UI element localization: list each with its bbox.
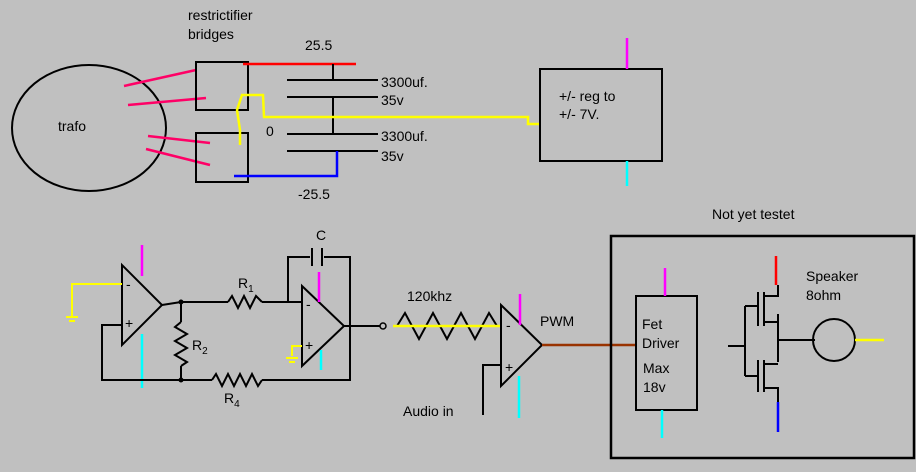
fet-driver-label-line1: Fet <box>642 316 662 332</box>
opamp-1-plus: + <box>125 315 133 331</box>
resistor-r2-label: R2 <box>192 337 208 357</box>
filter-capacitors <box>287 64 378 152</box>
junction-1 <box>178 299 184 305</box>
comparator <box>500 302 544 389</box>
speaker-label-line2: 8ohm <box>806 287 841 303</box>
pwm-label: PWM <box>540 313 574 329</box>
capacitor-c <box>311 248 323 266</box>
comparator-minus: - <box>506 317 511 333</box>
comparator-plus: + <box>505 359 513 375</box>
cap-top-voltage: 35v <box>381 92 404 108</box>
audio-in-label: Audio in <box>403 403 454 419</box>
opamp-1 <box>121 262 164 348</box>
cap-bottom-voltage: 35v <box>381 148 404 164</box>
resistor-r2 <box>173 321 189 367</box>
ground-label: 0 <box>266 123 274 139</box>
mosfet-half-bridge <box>728 285 815 402</box>
rectifier-label-line2: bridges <box>188 26 234 42</box>
resistor-r1-label: R1 <box>238 275 254 295</box>
output-terminal <box>379 322 387 330</box>
negative-rail <box>234 151 339 178</box>
speaker <box>812 318 856 362</box>
transformer-label: trafo <box>58 118 86 134</box>
resistor-r4-label: R4 <box>224 390 240 410</box>
negative-rail-voltage: -25.5 <box>298 186 330 202</box>
fet-driver-max-line1: Max <box>643 360 669 376</box>
resistor-r4 <box>211 371 263 389</box>
ground-symbol-1 <box>66 283 122 322</box>
regulator-box <box>539 68 663 162</box>
ground-wire <box>235 93 540 145</box>
opamp-2-plus: + <box>305 337 313 353</box>
audio-input-wire <box>482 364 501 415</box>
fet-driver-max-line2: 18v <box>643 379 666 395</box>
resistor-r1 <box>227 293 263 311</box>
speaker-label-line1: Speaker <box>806 268 858 284</box>
not-tested-frame <box>609 234 916 460</box>
frequency-label: 120khz <box>407 288 452 304</box>
regulator-label-line1: +/- reg to <box>559 88 616 104</box>
fet-driver-label-line2: Driver <box>642 335 680 351</box>
positive-rail-voltage: 25.5 <box>305 37 332 53</box>
regulator-label-line2: +/- 7V. <box>559 106 599 122</box>
cap-bottom-value: 3300uf. <box>381 128 428 144</box>
ac-windings <box>123 68 211 167</box>
not-tested-label: Not yet testet <box>712 206 795 222</box>
fet-driver-box <box>635 295 698 411</box>
cap-top-value: 3300uf. <box>381 74 428 90</box>
ground-symbol-2 <box>286 345 302 363</box>
rectifier-bridges <box>195 61 249 183</box>
triangle-wave <box>396 310 498 342</box>
opamp-2 <box>301 283 346 369</box>
junction-2 <box>178 377 184 383</box>
rectifier-label-line1: restrictifier <box>188 7 253 23</box>
opamp-2-minus: - <box>306 296 311 312</box>
opamp-1-minus: - <box>126 276 131 292</box>
capacitor-c-label: C <box>316 227 326 243</box>
transformer: trafo <box>11 64 167 192</box>
